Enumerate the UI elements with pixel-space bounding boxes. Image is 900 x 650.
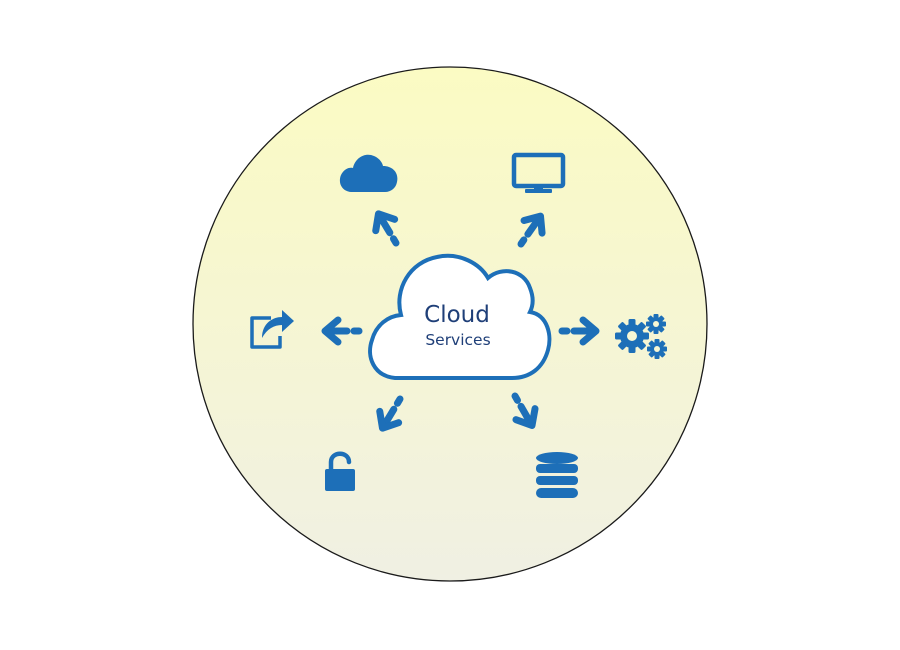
share-icon [250,310,294,349]
center-title: Cloud [424,302,490,328]
gears-icon [615,314,667,359]
database-icon [536,452,578,498]
unlocked-padlock-icon [325,451,355,491]
monitor-icon [511,152,566,193]
cloud-icon [339,154,398,192]
central-cloud: Cloud Services [368,253,552,380]
center-subtitle: Services [425,331,490,349]
